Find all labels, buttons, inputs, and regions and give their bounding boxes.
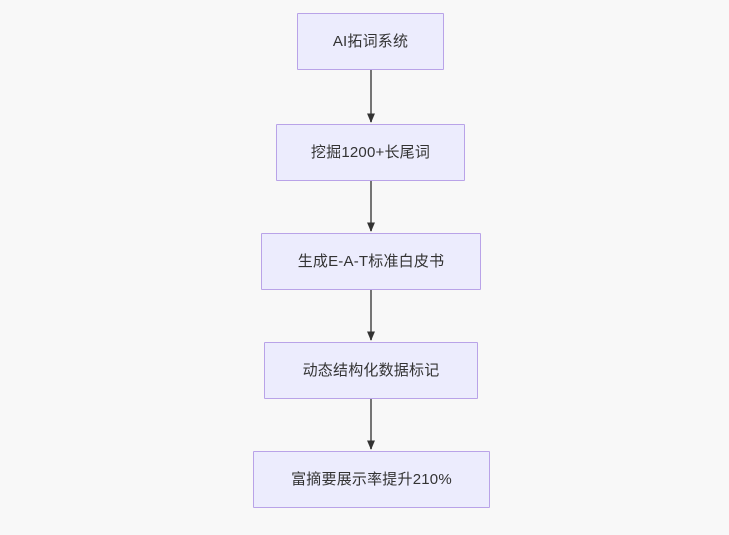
flowchart-node-mine-longtail-keywords[interactable]: 挖掘1200+长尾词	[276, 124, 465, 181]
node-label: 挖掘1200+长尾词	[310, 143, 431, 161]
flowchart-node-rich-snippet-uplift[interactable]: 富摘要展示率提升210%	[253, 451, 490, 508]
flowchart-node-generate-eat-whitepaper[interactable]: 生成E-A-T标准白皮书	[261, 233, 481, 290]
flowchart-node-ai-keyword-system[interactable]: AI拓词系统	[297, 13, 444, 70]
node-label: 生成E-A-T标准白皮书	[297, 252, 445, 270]
node-label: 动态结构化数据标记	[302, 361, 440, 379]
node-label: AI拓词系统	[332, 32, 409, 50]
node-label: 富摘要展示率提升210%	[291, 470, 452, 488]
flowchart-node-dynamic-structured-data[interactable]: 动态结构化数据标记	[264, 342, 478, 399]
